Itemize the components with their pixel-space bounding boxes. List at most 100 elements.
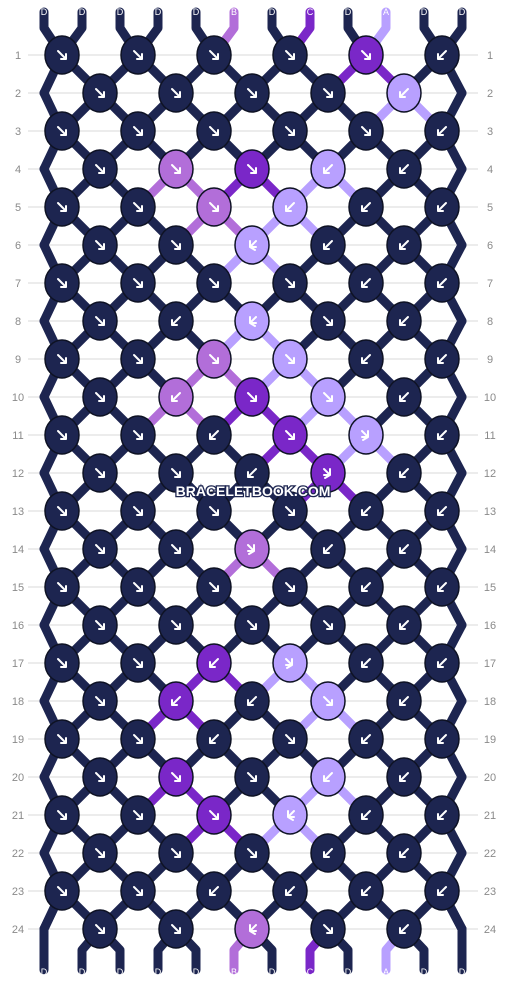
knot-arrow-icon <box>437 278 447 288</box>
knot-arrow-icon <box>247 544 255 555</box>
knot <box>158 377 194 417</box>
knot <box>386 73 422 113</box>
knot-arrow-icon <box>209 810 219 820</box>
bottom-string-letter: A <box>383 967 389 977</box>
knot-arrow-icon <box>247 696 257 706</box>
row-number-right: 7 <box>487 278 493 290</box>
bottom-string-letter: D <box>117 967 124 977</box>
knot-arrow-icon <box>57 734 67 744</box>
row-number-right: 2 <box>487 88 493 100</box>
knot <box>234 149 270 189</box>
knot-arrow-icon <box>171 924 181 934</box>
knot-arrow-icon <box>95 88 105 98</box>
knot <box>234 833 270 873</box>
knot-arrow-icon <box>133 658 143 668</box>
knot <box>158 833 194 873</box>
row-number-left: 2 <box>15 88 21 100</box>
knot <box>310 377 346 417</box>
knot-arrow-icon <box>133 886 143 896</box>
knot <box>120 187 156 227</box>
knot <box>310 301 346 341</box>
knot <box>120 491 156 531</box>
knot <box>158 605 194 645</box>
row-number-left: 6 <box>15 240 21 252</box>
knot <box>44 871 80 911</box>
knot-arrow-icon <box>209 202 219 212</box>
row-number-left: 19 <box>12 734 24 746</box>
knot <box>272 719 308 759</box>
knot-arrow-icon <box>247 620 257 630</box>
row-number-right: 3 <box>487 126 493 138</box>
knot-arrow-icon <box>57 886 67 896</box>
knot-arrow-icon <box>57 582 67 592</box>
knot <box>196 415 232 455</box>
knot <box>272 339 308 379</box>
knot <box>348 567 384 607</box>
knot-arrow-icon <box>323 544 333 554</box>
knot-arrow-icon <box>285 354 295 364</box>
knot <box>44 263 80 303</box>
knot-arrow-icon <box>133 734 143 744</box>
knot-arrow-icon <box>247 164 257 174</box>
knot <box>82 301 118 341</box>
knot-arrow-icon <box>171 316 181 326</box>
knot <box>348 719 384 759</box>
knot-arrow-icon <box>249 316 257 327</box>
knot <box>234 301 270 341</box>
knot <box>120 871 156 911</box>
knot-arrow-icon <box>209 430 219 440</box>
top-string-letter: D <box>117 7 124 17</box>
row-number-right: 12 <box>484 468 496 480</box>
knot <box>424 491 460 531</box>
knot-arrow-icon <box>247 468 257 478</box>
knot-arrow-icon <box>285 658 293 669</box>
knot <box>158 301 194 341</box>
knot-arrow-icon <box>323 620 333 630</box>
knot-arrow-icon <box>57 810 67 820</box>
knot <box>424 35 460 75</box>
knot <box>424 871 460 911</box>
knot-arrow-icon <box>57 658 67 668</box>
knot-arrow-icon <box>95 772 105 782</box>
row-number-right: 15 <box>484 582 496 594</box>
row-number-left: 13 <box>12 506 24 518</box>
knot <box>272 871 308 911</box>
knot-arrow-icon <box>95 164 105 174</box>
row-number-right: 10 <box>484 392 496 404</box>
knot-arrow-icon <box>285 506 295 516</box>
knot-arrow-icon <box>57 278 67 288</box>
knot <box>234 529 270 569</box>
row-number-left: 22 <box>12 848 24 860</box>
knot-arrow-icon <box>57 430 67 440</box>
knot <box>386 225 422 265</box>
knot-arrow-icon <box>323 88 333 98</box>
row-number-left: 1 <box>15 50 21 62</box>
knot <box>386 301 422 341</box>
top-string-letter: D <box>421 7 428 17</box>
knot-arrow-icon <box>209 506 219 516</box>
row-number-left: 20 <box>12 772 24 784</box>
knot <box>82 757 118 797</box>
knot <box>82 149 118 189</box>
row-number-right: 4 <box>487 164 493 176</box>
knot-arrow-icon <box>285 278 295 288</box>
knot <box>196 871 232 911</box>
knot-arrow-icon <box>249 924 257 935</box>
knot <box>44 35 80 75</box>
knot <box>424 187 460 227</box>
bottom-string-letter: D <box>41 967 48 977</box>
knot <box>196 491 232 531</box>
row-number-left: 7 <box>15 278 21 290</box>
knot <box>424 643 460 683</box>
row-number-right: 24 <box>484 924 496 936</box>
row-number-right: 16 <box>484 620 496 632</box>
knot-arrow-icon <box>361 278 371 288</box>
row-number-right: 21 <box>484 810 496 822</box>
knot <box>44 795 80 835</box>
knot-arrow-icon <box>171 696 181 706</box>
knot <box>120 719 156 759</box>
knot-arrow-icon <box>285 430 295 440</box>
knot <box>234 909 270 949</box>
row-number-right: 14 <box>484 544 496 556</box>
knot <box>82 529 118 569</box>
